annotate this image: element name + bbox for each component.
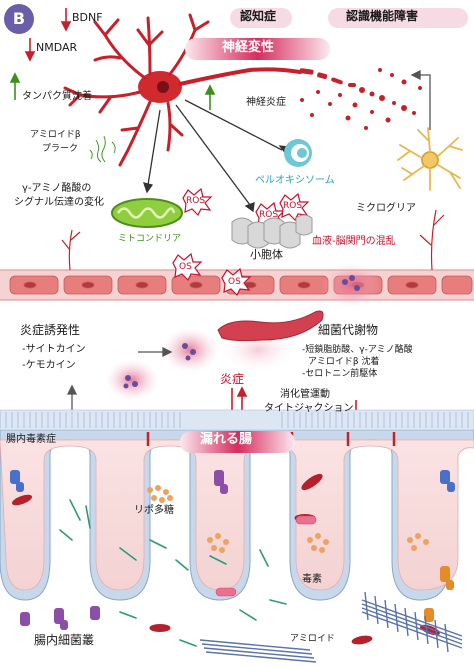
ros-label-1: ROS xyxy=(186,196,206,206)
lps-label: リポ多糖 xyxy=(134,505,174,516)
leaky-gut-pill-bg xyxy=(180,431,295,453)
gut-microbes xyxy=(10,470,455,647)
toxins-label: 毒素 xyxy=(302,574,322,585)
amyloid-bands xyxy=(199,591,463,663)
chemokine-label: -ケモカイン xyxy=(22,360,76,371)
metabolite-worm xyxy=(217,310,324,342)
bacteria-clusters xyxy=(123,275,360,389)
panel-letter-badge: B xyxy=(4,4,34,34)
gaba-label-2: シグナル伝達の変化 xyxy=(14,197,104,208)
cognitive-impairment-label: 認識機能障害 xyxy=(346,9,419,23)
neuroinflammation-label: 神経炎症 xyxy=(246,97,286,108)
axon-fragments xyxy=(299,68,422,130)
amyloid-fibers xyxy=(89,135,116,163)
amyloid-label: アミロイド xyxy=(290,634,335,644)
bacterial-metabolites-title: 細菌代謝物 xyxy=(318,323,379,337)
nmdar-label: NMDAR xyxy=(36,41,78,54)
dementia-pill-bg xyxy=(230,8,292,28)
amyloid-plaque-label-2: プラーク xyxy=(42,144,79,154)
metabolite-item-2: アミロイドβ 沈着 xyxy=(308,357,380,367)
neurodegeneration-label: 神経変性 xyxy=(222,40,275,55)
amyloid-plaque-label-1: アミロイドβ xyxy=(30,130,81,140)
bdnf-label: BDNF xyxy=(72,11,103,24)
os-label-1: OS xyxy=(179,262,192,272)
peroxisome xyxy=(284,139,312,167)
sprout-vessels xyxy=(61,209,445,271)
microglia-label: ミクログリア xyxy=(356,203,416,214)
inflammatory-title: 炎症誘発性 xyxy=(20,323,81,337)
peroxisome-label: ペルオキシソーム xyxy=(255,175,335,186)
metabolite-item-1: -短鎖脂肪酸、γ-アミノ酪酸 xyxy=(302,345,413,355)
neuron-arrows xyxy=(143,99,290,213)
ros-label-3: ROS xyxy=(283,201,303,211)
os-bursts xyxy=(172,252,252,297)
gut-toxemia-label: 腸内毒素症 xyxy=(6,434,56,445)
bbb-disruption-label: 血液-脳関門の混乱 xyxy=(312,236,396,247)
neuron xyxy=(63,13,302,167)
er-label: 小胞体 xyxy=(250,248,283,261)
cognitive-pill-bg xyxy=(328,8,468,28)
microbiota-label: 腸内細菌叢 xyxy=(34,633,95,647)
gut-motility-label-1: 消化管運動 xyxy=(280,389,330,400)
mitochondria xyxy=(111,198,183,228)
gut-wall xyxy=(0,429,474,669)
cytokine-label: -サイトカイン xyxy=(22,344,86,355)
inflammation-label: 炎症 xyxy=(220,372,245,386)
endoplasmic-reticulum xyxy=(231,214,313,249)
gaba-label-1: γ-アミノ酪酸の xyxy=(22,183,92,194)
leaky-gut-label: 漏れる腸 xyxy=(200,432,253,447)
os-label-2: OS xyxy=(228,277,241,287)
metabolite-item-3: -セロトニン前駆体 xyxy=(302,369,378,379)
gut-motility-label-2: タイトジャクション xyxy=(264,403,354,414)
neurodegeneration-pill-bg xyxy=(185,38,330,60)
microglia xyxy=(397,127,463,191)
dementia-label: 認知症 xyxy=(240,9,277,23)
ros-label-2: ROS xyxy=(259,210,279,220)
protein-deposition-label: タンパク質沈着 xyxy=(22,91,92,102)
mitochondria-label: ミトコンドリア xyxy=(118,234,182,244)
